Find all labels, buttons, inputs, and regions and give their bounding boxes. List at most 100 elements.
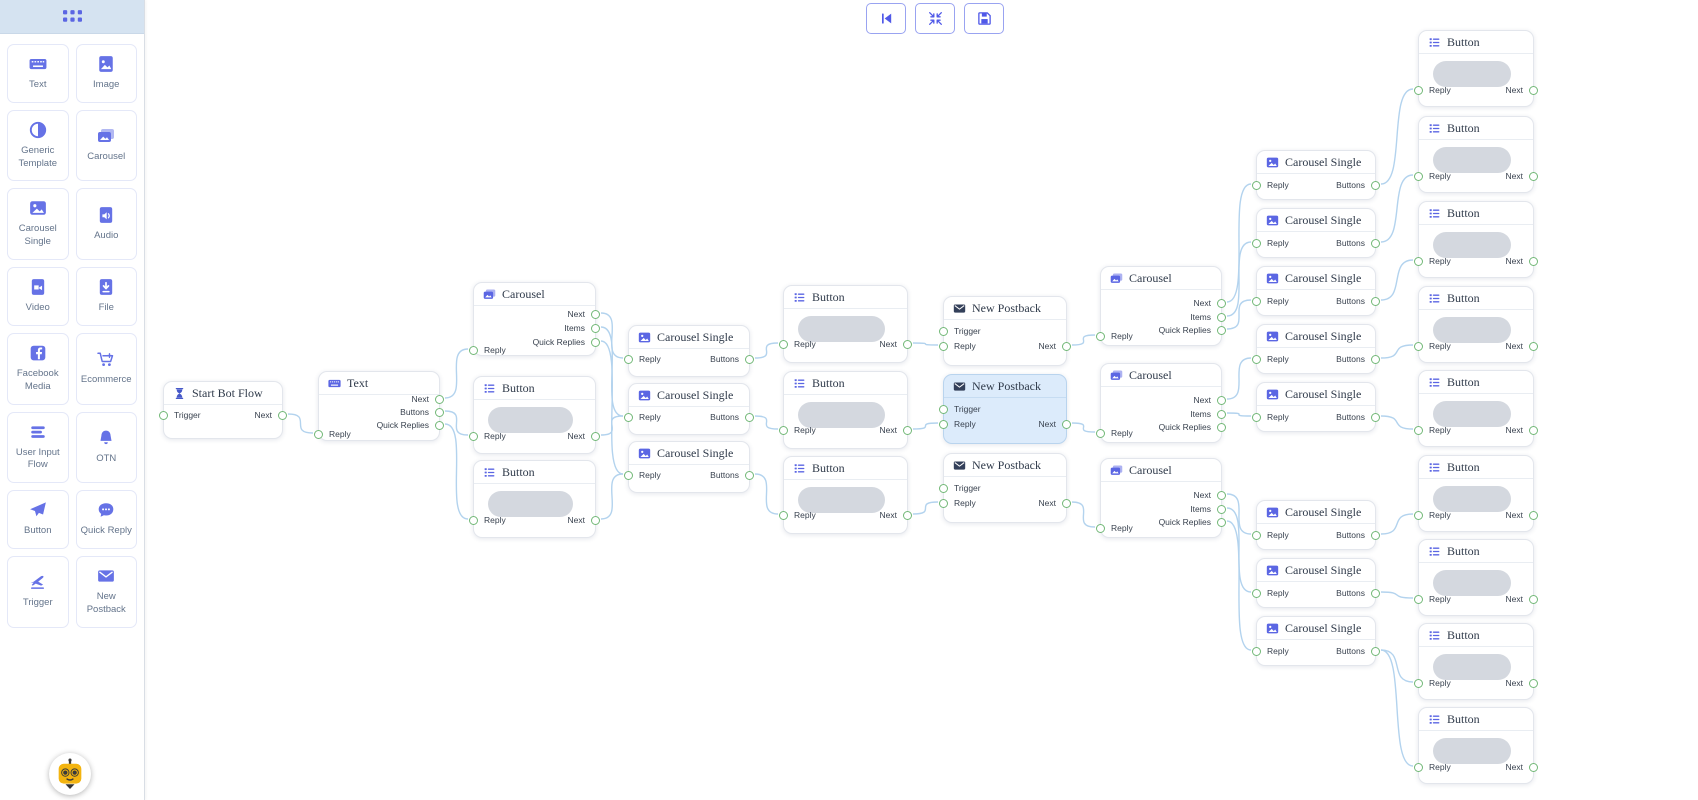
port-dot[interactable]: [779, 425, 788, 435]
palette-item-carousel-single[interactable]: Carousel Single: [7, 188, 69, 261]
port-reply[interactable]: Reply: [1096, 331, 1133, 341]
port-dot[interactable]: [469, 515, 478, 525]
port-reply[interactable]: Reply: [1252, 588, 1289, 598]
port-trigger[interactable]: Trigger: [939, 483, 981, 493]
port-reply[interactable]: Reply: [1414, 341, 1451, 351]
port-dot[interactable]: [779, 339, 788, 349]
port-buttons[interactable]: Buttons: [1336, 412, 1380, 422]
palette-item-quick-reply[interactable]: Quick Reply: [75, 490, 137, 549]
port-next[interactable]: Next: [1194, 395, 1226, 405]
port-buttons[interactable]: Buttons: [710, 470, 754, 480]
port-dot[interactable]: [1217, 298, 1226, 308]
port-next[interactable]: Next: [1506, 425, 1538, 435]
port-reply[interactable]: Reply: [624, 412, 661, 422]
port-dot[interactable]: [1252, 588, 1261, 598]
port-dot[interactable]: [1414, 425, 1423, 435]
port-next[interactable]: Next: [1194, 490, 1226, 500]
port-dot[interactable]: [903, 339, 912, 349]
port-reply[interactable]: Reply: [1414, 425, 1451, 435]
port-dot[interactable]: [1371, 180, 1380, 190]
port-dot[interactable]: [1096, 428, 1105, 438]
port-reply[interactable]: Reply: [1414, 171, 1451, 181]
port-dot[interactable]: [1252, 530, 1261, 540]
port-next[interactable]: Next: [255, 410, 287, 420]
port-dot[interactable]: [1529, 85, 1538, 95]
port-dot[interactable]: [591, 337, 600, 347]
palette-item-text[interactable]: Text: [7, 44, 69, 103]
port-dot[interactable]: [939, 483, 948, 493]
port-dot[interactable]: [1371, 588, 1380, 598]
palette-item-otn[interactable]: OTN: [75, 411, 137, 484]
port-dot[interactable]: [1529, 594, 1538, 604]
port-reply[interactable]: Reply: [1414, 85, 1451, 95]
port-dot[interactable]: [1252, 180, 1261, 190]
port-buttons[interactable]: Buttons: [1336, 180, 1380, 190]
port-dot[interactable]: [435, 394, 444, 404]
port-dot[interactable]: [435, 420, 444, 430]
port-trigger[interactable]: Trigger: [939, 326, 981, 336]
palette-item-user-input-flow[interactable]: User Input Flow: [7, 411, 69, 484]
port-dot[interactable]: [1529, 762, 1538, 772]
port-reply[interactable]: Reply: [1096, 523, 1133, 533]
port-dot[interactable]: [939, 404, 948, 414]
port-next[interactable]: Next: [1506, 510, 1538, 520]
port-dot[interactable]: [1217, 395, 1226, 405]
port-reply[interactable]: Reply: [1414, 510, 1451, 520]
port-quick-replies[interactable]: Quick Replies: [377, 420, 444, 430]
port-dot[interactable]: [779, 510, 788, 520]
port-reply[interactable]: Reply: [1096, 428, 1133, 438]
port-dot[interactable]: [591, 323, 600, 333]
palette-item-video[interactable]: Video: [7, 267, 69, 326]
port-dot[interactable]: [1062, 419, 1071, 429]
port-buttons[interactable]: Buttons: [710, 354, 754, 364]
port-dot[interactable]: [1217, 504, 1226, 514]
palette-item-generic-template[interactable]: Generic Template: [7, 109, 69, 182]
port-dot[interactable]: [903, 425, 912, 435]
port-next[interactable]: Next: [880, 425, 912, 435]
port-trigger[interactable]: Trigger: [159, 410, 201, 420]
port-dot[interactable]: [1217, 409, 1226, 419]
port-reply[interactable]: Reply: [1252, 412, 1289, 422]
port-dot[interactable]: [1529, 678, 1538, 688]
port-reply[interactable]: Reply: [939, 498, 976, 508]
port-items[interactable]: Items: [1190, 504, 1226, 514]
port-items[interactable]: Items: [1190, 312, 1226, 322]
port-dot[interactable]: [939, 326, 948, 336]
port-quick-replies[interactable]: Quick Replies: [1159, 422, 1226, 432]
port-dot[interactable]: [1217, 312, 1226, 322]
port-next[interactable]: Next: [880, 510, 912, 520]
fit-view-button[interactable]: [915, 3, 955, 34]
port-dot[interactable]: [591, 515, 600, 525]
port-dot[interactable]: [1529, 171, 1538, 181]
port-dot[interactable]: [624, 354, 633, 364]
port-dot[interactable]: [591, 309, 600, 319]
port-dot[interactable]: [1529, 510, 1538, 520]
port-next[interactable]: Next: [568, 431, 600, 441]
port-dot[interactable]: [1217, 517, 1226, 527]
port-dot[interactable]: [624, 412, 633, 422]
port-reply[interactable]: Reply: [624, 354, 661, 364]
port-next[interactable]: Next: [1506, 85, 1538, 95]
port-dot[interactable]: [314, 429, 323, 439]
port-dot[interactable]: [1217, 490, 1226, 500]
port-dot[interactable]: [1371, 412, 1380, 422]
port-items[interactable]: Items: [1190, 409, 1226, 419]
port-dot[interactable]: [1062, 341, 1071, 351]
palette-item-carousel[interactable]: Carousel: [75, 109, 137, 182]
port-dot[interactable]: [1529, 341, 1538, 351]
port-next[interactable]: Next: [568, 515, 600, 525]
port-dot[interactable]: [624, 470, 633, 480]
